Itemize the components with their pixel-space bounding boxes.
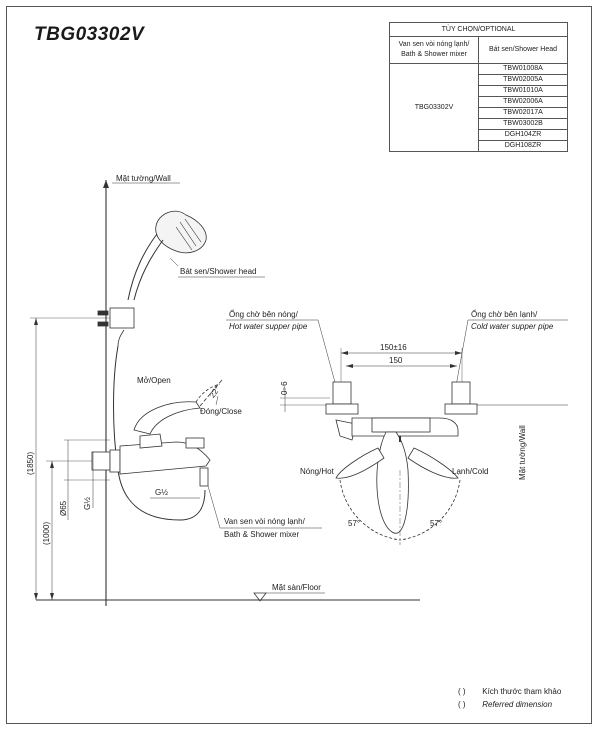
front-wall-label: Mặt tường/Wall [518, 425, 527, 480]
ref-paren: ( ) [458, 700, 466, 709]
dim-arrow-icon [450, 364, 457, 368]
floor-label: Mặt sàn/Floor [272, 583, 321, 592]
dia-label: Ø65 [59, 500, 68, 516]
height-mixer-arrow-icon [50, 461, 54, 468]
cold-pipe-label-vi: Ống chờ bên lạnh/ [471, 309, 538, 319]
wall-label: Mặt tường/Wall [116, 174, 171, 183]
floor-symbol-icon [253, 592, 267, 602]
options-col2-header: Bát sen/Shower Head [478, 36, 568, 64]
g-half-bottom: G½ [155, 488, 168, 497]
angle-left: 57° [348, 519, 360, 528]
hot-pipe-label-en: Hot water supper pipe [229, 322, 308, 331]
angle-arc-right [399, 479, 461, 541]
ref-note-vi-text: Kích thước tham khảo [482, 687, 562, 696]
shower-head-option: DGH108ZR [478, 140, 568, 152]
dim-0-6: 0~6 [280, 381, 289, 395]
height-total-label: (1850) [26, 452, 35, 475]
model-title: TBG03302V [34, 24, 145, 45]
cold-pipe-label-en: Cold water supper pipe [471, 322, 554, 331]
dim-arrow-icon [455, 351, 462, 355]
dim-arrow-icon [346, 364, 353, 368]
ref-note-en-text: Referred dimension [482, 700, 553, 709]
ref-paren: ( ) [458, 687, 466, 696]
height-mixer-arrow-icon [50, 593, 54, 600]
dim-150-16: 150±16 [380, 343, 407, 352]
open-arc [195, 383, 221, 403]
dim-150: 150 [389, 356, 403, 365]
height-mixer-label: (1000) [42, 522, 51, 545]
options-col1-header: Van sen vòi nóng lạnh/ Bath & Shower mix… [389, 36, 479, 64]
g-half-side: G½ [83, 497, 92, 510]
wall-arrow-icon [103, 180, 109, 188]
drawing-frame [6, 6, 592, 724]
shower-holder [97, 307, 135, 347]
cold-label: Lạnh/Cold [452, 467, 488, 476]
shower-head-icon [127, 210, 207, 301]
angle-right: 57° [430, 519, 442, 528]
close-label: Đóng/Close [200, 407, 242, 416]
hot-pipe-leader [317, 319, 337, 387]
mixer-label-vi: Van sen vòi nóng lạnh/ [224, 517, 306, 526]
mixer-leader [207, 485, 221, 529]
open-angle: 22° [208, 384, 222, 399]
mixer-label-en: Bath & Shower mixer [224, 530, 299, 539]
height-total-arrow-icon [34, 593, 38, 600]
hot-pipe-label-vi: Ống chờ bên nóng/ [229, 309, 299, 319]
options-table: TÙY CHỌN/OPTIONAL Van sen vòi nóng lạnh/… [389, 22, 568, 152]
mixer-front-view [325, 381, 478, 534]
open-label: Mở/Open [137, 376, 171, 385]
shower-hose [113, 345, 206, 521]
angle-arc-left [339, 479, 401, 541]
mixer-side-view [91, 401, 211, 487]
shower-head-label: Bát sen/Shower head [180, 267, 257, 276]
ref-note-en: ( ) Referred dimension [458, 700, 552, 709]
hot-label: Nóng/Hot [300, 467, 335, 476]
shower-head-leader [169, 257, 179, 267]
close-leader [215, 395, 219, 406]
ref-note-vi: ( ) Kích thước tham khảo [458, 687, 561, 696]
height-total-arrow-icon [34, 318, 38, 325]
dim-arrow-icon [341, 351, 348, 355]
